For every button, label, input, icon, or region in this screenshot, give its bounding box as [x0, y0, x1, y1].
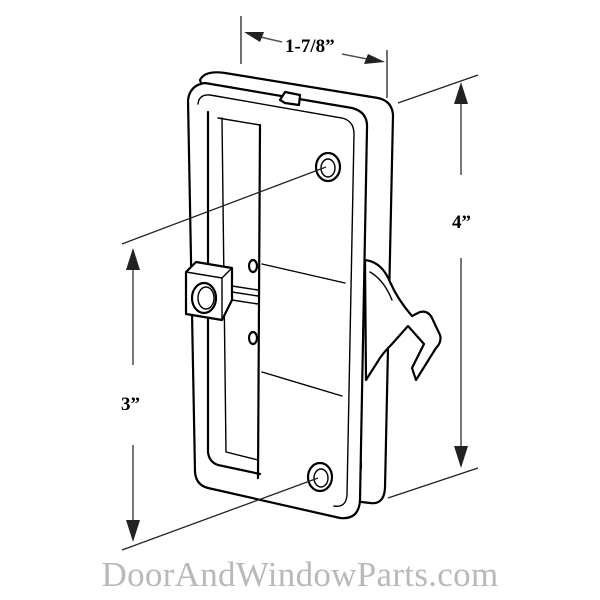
- screw-hole-bottom: [306, 461, 334, 493]
- hole-spacing-dimension-label: 3”: [121, 394, 140, 415]
- face-line-lower: [261, 371, 343, 397]
- latch-hook: [363, 258, 442, 382]
- latch-slide-button: [184, 258, 259, 346]
- watermark-text: DoorAndWindowParts.com: [101, 555, 499, 594]
- dimension-width: [240, 16, 388, 98]
- face-line-upper: [261, 263, 346, 284]
- latch-front-plate: [186, 81, 369, 520]
- finger-recess: [206, 110, 262, 480]
- dimension-hole-spacing: [121, 166, 327, 551]
- width-dimension-label: 1-7/8”: [285, 36, 335, 57]
- dimension-height: [387, 74, 479, 499]
- height-dimension-label: 4”: [452, 212, 471, 233]
- screw-hole-top: [314, 151, 342, 183]
